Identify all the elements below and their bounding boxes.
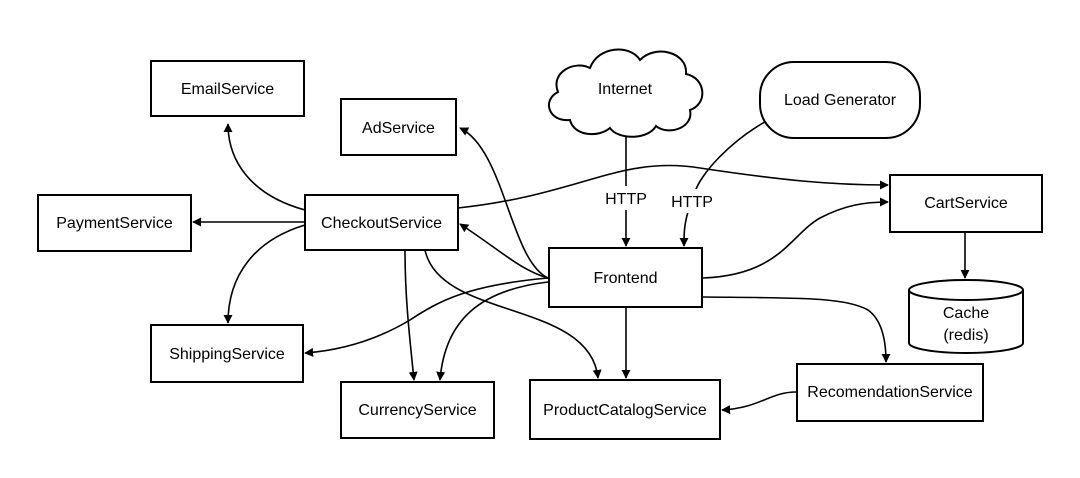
node-checkout-service-label: CheckoutService: [321, 215, 442, 232]
edge-frontend-checkout: [459, 223, 549, 279]
node-shipping-service-label: ShippingService: [169, 346, 285, 363]
node-cache-label-line1: Cache: [943, 305, 989, 322]
edge-checkout-productcatalog: [424, 249, 602, 379]
edge-frontend-shipping: [304, 277, 549, 357]
node-internet: Internet: [547, 48, 704, 138]
node-payment-service-label: PaymentService: [56, 215, 173, 232]
node-load-generator-label: Load Generator: [784, 92, 897, 109]
edge-frontend-currency: [436, 281, 549, 381]
node-product-catalog-service-label: ProductCatalogService: [543, 402, 707, 419]
node-email-service-label: EmailService: [181, 81, 274, 98]
node-cart-service-label: CartService: [924, 195, 1008, 212]
cylinder-shape: [908, 290, 1024, 354]
edge-checkout-currency: [404, 249, 418, 381]
node-recommendation-service: RecomendationService: [796, 363, 984, 422]
node-currency-service: CurrencyService: [340, 381, 495, 439]
edge-frontend-recommendation: [702, 296, 891, 363]
node-cart-service: CartService: [889, 174, 1043, 233]
node-shipping-service: ShippingService: [150, 324, 304, 383]
edge-label-loadgen-http-group: HTTP: [666, 189, 718, 213]
edge-label-loadgen-http: HTTP: [671, 194, 713, 211]
node-product-catalog-service: ProductCatalogService: [529, 379, 721, 440]
node-recommendation-service-label: RecomendationService: [807, 384, 973, 401]
node-load-generator: Load Generator: [759, 61, 921, 139]
edge-checkout-email: [223, 123, 306, 211]
edge-label-internet-http: HTTP: [605, 191, 647, 208]
node-currency-service-label: CurrencyService: [358, 402, 476, 419]
node-cache-label-line2: (redis): [943, 327, 988, 344]
edge-recommendation-productcatalog: [721, 391, 797, 415]
edge-checkout-cart: [457, 164, 889, 209]
edge-loadgen-frontend: [684, 117, 773, 246]
node-payment-service: PaymentService: [37, 194, 192, 252]
node-ad-service: AdService: [340, 98, 457, 156]
node-ad-service-label: AdService: [362, 120, 435, 137]
edge-label-internet-http-group: HTTP: [600, 186, 652, 210]
edge-frontend-cart: [702, 197, 889, 279]
cloud-shape: [547, 48, 704, 138]
node-email-service: EmailService: [150, 60, 305, 117]
node-internet-label: Internet: [598, 81, 653, 98]
node-frontend: Frontend: [548, 247, 703, 308]
node-cache-redis: Cache (redis): [908, 279, 1024, 354]
edges: [192, 117, 970, 415]
node-frontend-label: Frontend: [593, 270, 657, 287]
node-checkout-service: CheckoutService: [304, 194, 459, 251]
edge-checkout-shipping: [223, 224, 306, 324]
edge-frontend-ad: [459, 127, 549, 279]
